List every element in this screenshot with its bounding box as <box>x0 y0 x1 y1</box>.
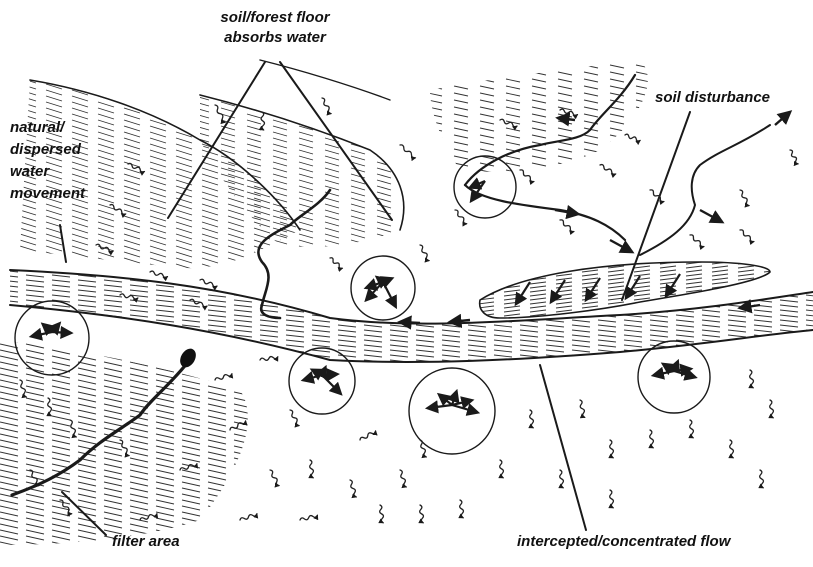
wavy-arrow-icon <box>729 440 735 458</box>
wavy-arrow-icon <box>559 219 575 233</box>
label-natural-line3: water <box>10 161 85 183</box>
wavy-arrow-icon <box>300 514 318 522</box>
wavy-arrow-icon <box>599 164 616 176</box>
wavy-arrow-icon <box>309 460 315 478</box>
gully-right-upper-b <box>465 185 625 240</box>
filter-area-hatching <box>0 338 278 546</box>
wavy-arrow-icon <box>239 512 257 521</box>
wavy-arrow-icon <box>120 294 138 300</box>
wavy-arrow-icon <box>150 271 168 279</box>
wavy-arrow-icon <box>69 419 78 437</box>
wavy-arrow-icon <box>499 460 505 478</box>
channel-arrow-icon <box>610 240 632 252</box>
right-hill-hatching <box>428 58 650 180</box>
label-natural-line1: natural/ <box>10 117 85 139</box>
wavy-arrow-icon <box>260 355 278 361</box>
leader-natural <box>60 225 66 262</box>
label-forest-floor-line2: absorbs water <box>200 28 350 48</box>
wavy-arrow-icon <box>559 470 565 488</box>
wavy-arrow-icon <box>359 430 376 442</box>
dispersion-circle-icon <box>15 301 89 375</box>
gully-head <box>177 346 199 370</box>
channel-arrow-icon <box>775 112 790 125</box>
flow-arrow-icon <box>586 278 600 300</box>
wavy-arrow-icon <box>379 505 385 523</box>
disturbance-hatching <box>478 258 780 316</box>
wavy-arrow-icon <box>399 144 416 159</box>
ridge-hatching <box>195 90 417 250</box>
wavy-arrow-icon <box>95 244 113 253</box>
wavy-arrow-icon <box>739 189 751 206</box>
wavy-arrow-icon <box>109 204 126 216</box>
wavy-arrow-icon <box>399 469 408 487</box>
wavy-arrow-icon <box>689 420 695 438</box>
wavy-arrow-icon <box>769 400 775 418</box>
label-forest-floor-line1: soil/forest floor <box>200 8 350 28</box>
leader-intercepted <box>540 365 586 530</box>
wavy-arrow-icon <box>349 479 358 497</box>
wavy-arrow-icon <box>649 430 655 448</box>
wavy-arrow-icon <box>529 410 535 428</box>
label-forest-floor: soil/forest floor absorbs water <box>200 8 350 48</box>
wavy-arrow-icon <box>269 469 281 486</box>
channel-arrow-icon <box>400 322 420 323</box>
wavy-arrow-icon <box>609 490 615 508</box>
flow-arrow-icon <box>516 282 530 304</box>
wavy-arrow-icon <box>47 398 53 416</box>
wavy-arrow-icon <box>759 470 765 488</box>
wavy-arrow-icon <box>579 400 587 418</box>
wavy-arrow-icon <box>519 169 535 183</box>
wavy-arrow-icon <box>214 104 227 123</box>
wavy-arrow-icon <box>624 134 640 142</box>
wavy-arrow-icon <box>459 500 465 518</box>
label-natural-line2: dispersed <box>10 139 85 161</box>
gully-filter-area <box>12 362 188 495</box>
wavy-arrow-icon <box>689 234 705 248</box>
wavy-arrow-icon <box>789 149 800 164</box>
label-intercepted-flow: intercepted/concentrated flow <box>517 532 730 552</box>
wavy-arrow-icon <box>419 244 431 261</box>
gully-left-hill <box>258 190 330 318</box>
channel-arrow-icon <box>700 210 722 222</box>
channel-arrow-icon <box>558 118 575 120</box>
road-lower-edge <box>10 305 813 362</box>
wavy-arrow-icon <box>139 512 157 521</box>
wavy-arrow-icon <box>229 420 246 432</box>
ridge-outline-2 <box>260 60 390 100</box>
label-natural-movement: natural/ dispersed water movement <box>10 117 85 205</box>
flow-arrow-icon <box>666 274 680 296</box>
wavy-arrow-icon <box>214 372 232 381</box>
leader-forest-right <box>280 62 392 220</box>
gully-right-fork <box>640 125 770 255</box>
label-filter-area: filter area <box>112 532 180 552</box>
wavy-arrow-icon <box>739 229 755 243</box>
terrain-hatching <box>0 58 813 546</box>
dispersion-circle-icon <box>351 256 415 320</box>
label-natural-line4: movement <box>10 183 85 205</box>
leader-disturbance <box>622 112 690 300</box>
wavy-arrow-icon <box>609 440 615 458</box>
label-soil-disturbance: soil disturbance <box>655 88 770 108</box>
wavy-arrow-icon <box>749 370 755 388</box>
wavy-arrow-icon <box>261 112 266 130</box>
dispersion-circle-icon <box>638 341 710 413</box>
wavy-arrow-icon <box>199 279 217 288</box>
disturbance-arrows <box>400 112 790 323</box>
dispersion-circles <box>15 156 710 454</box>
flow-arrow-icon <box>626 276 640 298</box>
wavy-arrow-icon <box>329 257 343 270</box>
channel-arrow-icon <box>740 305 760 308</box>
wavy-arrow-icon <box>321 97 333 114</box>
road-upper-edge <box>10 270 813 324</box>
wavy-arrow-icon <box>419 505 425 523</box>
channel-arrow-icon <box>450 320 470 322</box>
wavy-arrow-icon <box>19 379 28 397</box>
wavy-arrow-icon <box>119 439 131 456</box>
wavy-arrow-icon <box>289 409 301 426</box>
